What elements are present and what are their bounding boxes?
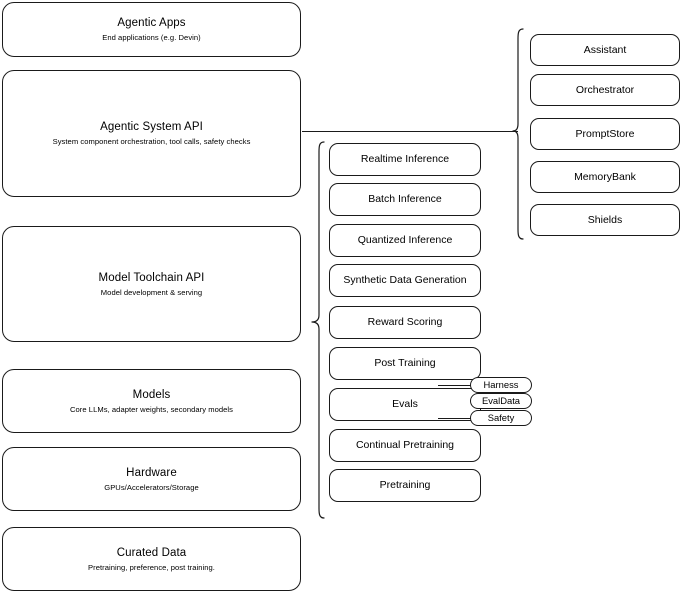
layer-title: Model Toolchain API <box>98 271 205 284</box>
component-label: Orchestrator <box>575 83 635 96</box>
component-label: MemoryBank <box>574 170 636 183</box>
connector-evals-to-safety <box>438 418 478 419</box>
layer-card-agentic-system-api[interactable]: Agentic System API System component orch… <box>2 70 301 197</box>
capability-pretraining[interactable]: Pretraining <box>329 469 481 502</box>
eval-badge-label: EvalData <box>481 395 521 406</box>
layer-title: Agentic System API <box>100 121 203 133</box>
layer-card-model-toolchain-api[interactable]: Model Toolchain API Model development & … <box>2 226 301 342</box>
layer-card-agentic-apps[interactable]: Agentic Apps End applications (e.g. Devi… <box>2 2 301 57</box>
component-promptstore[interactable]: PromptStore <box>530 118 680 150</box>
component-memorybank[interactable]: MemoryBank <box>530 161 680 193</box>
component-shields[interactable]: Shields <box>530 204 680 236</box>
layer-subtitle: End applications (e.g. Devin) <box>102 33 201 42</box>
layer-title: Hardware <box>126 466 177 479</box>
layer-subtitle: System component orchestration, tool cal… <box>52 137 251 146</box>
capability-realtime-inference[interactable]: Realtime Inference <box>329 143 481 176</box>
layer-title: Agentic Apps <box>117 17 186 29</box>
capability-post-training[interactable]: Post Training <box>329 347 481 380</box>
connector-agentic-system-api-to-components <box>302 131 518 132</box>
layer-card-models[interactable]: Models Core LLMs, adapter weights, secon… <box>2 369 301 433</box>
component-assistant[interactable]: Assistant <box>530 34 680 66</box>
layer-subtitle: Core LLMs, adapter weights, secondary mo… <box>69 404 233 414</box>
capability-continual-pretraining[interactable]: Continual Pretraining <box>329 429 481 462</box>
capability-reward-scoring[interactable]: Reward Scoring <box>329 306 481 339</box>
capability-label: Synthetic Data Generation <box>343 274 467 286</box>
component-label: PromptStore <box>575 127 635 140</box>
capability-label: Evals <box>392 398 418 410</box>
eval-badge-label: Safety <box>487 412 515 423</box>
brace-toolchain-capabilities <box>311 141 325 519</box>
capability-label: Continual Pretraining <box>355 439 455 451</box>
capability-batch-inference[interactable]: Batch Inference <box>329 183 481 216</box>
capability-label: Post Training <box>374 357 436 369</box>
eval-badge-harness[interactable]: Harness <box>470 377 532 393</box>
layer-card-curated-data[interactable]: Curated Data Pretraining, preference, po… <box>2 527 301 591</box>
layer-subtitle: Pretraining, preference, post training. <box>88 562 215 572</box>
component-label: Shields <box>587 213 623 226</box>
capability-label: Quantized Inference <box>357 234 453 246</box>
eval-badge-safety[interactable]: Safety <box>470 410 532 426</box>
capability-label: Batch Inference <box>368 193 442 205</box>
brace-system-components <box>512 28 524 240</box>
component-label: Assistant <box>583 43 627 56</box>
connector-evals-to-harness <box>438 385 478 386</box>
component-orchestrator[interactable]: Orchestrator <box>530 74 680 106</box>
eval-badge-evaldata[interactable]: EvalData <box>470 393 532 409</box>
capability-label: Pretraining <box>379 479 431 491</box>
layer-card-hardware[interactable]: Hardware GPUs/Accelerators/Storage <box>2 447 301 511</box>
capability-evals[interactable]: Evals <box>329 388 481 421</box>
layer-title: Models <box>132 388 171 401</box>
capability-quantized-inference[interactable]: Quantized Inference <box>329 224 481 257</box>
capability-synthetic-data-generation[interactable]: Synthetic Data Generation <box>329 264 481 297</box>
capability-label: Realtime Inference <box>360 153 450 165</box>
eval-badge-label: Harness <box>483 379 519 390</box>
layer-subtitle: Model development & serving <box>100 287 203 297</box>
layer-title: Curated Data <box>116 546 187 559</box>
layer-subtitle: GPUs/Accelerators/Storage <box>104 482 199 492</box>
capability-label: Reward Scoring <box>367 316 443 328</box>
